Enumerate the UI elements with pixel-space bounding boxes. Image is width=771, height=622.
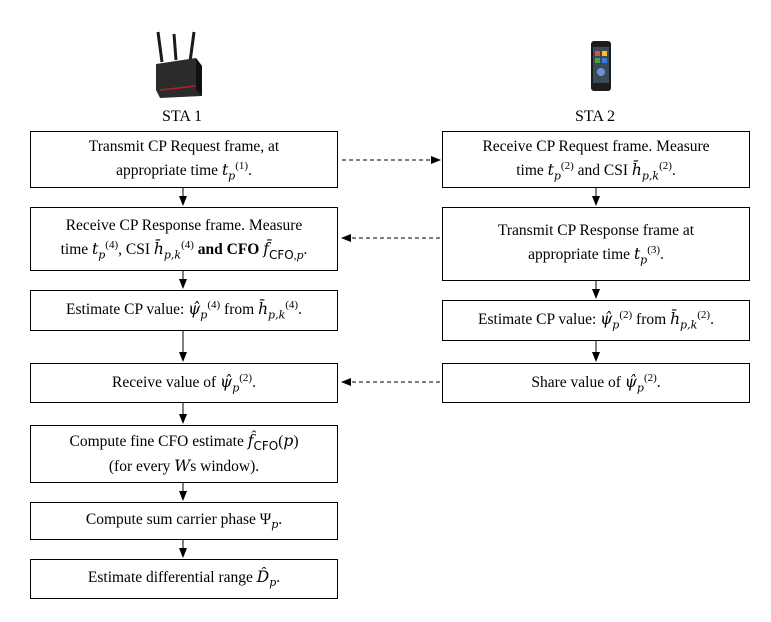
sta1-receive-time: time xyxy=(60,241,89,259)
sta1-receive-cfo: and CFO xyxy=(197,241,260,259)
sta2-receive-csi: and CSI xyxy=(577,161,628,179)
sta1-estimate-text: Estimate CP value: xyxy=(66,301,185,319)
sta2-label: STA 2 xyxy=(574,108,616,125)
cfo-line2a: (for every xyxy=(108,457,171,475)
sta1-value-text: Receive value of xyxy=(112,373,217,391)
router-icon xyxy=(156,31,202,98)
phone-icon xyxy=(591,41,611,91)
range-text: Estimate differential range xyxy=(87,569,253,587)
sta1-estimate-box: Estimate CP value: ψ̂p(4) from h̄p,k(4). xyxy=(30,290,338,331)
range-box: Estimate differential range D̂p. xyxy=(30,559,338,599)
sta1-transmit-line1: Transmit CP Request frame, at xyxy=(88,137,280,155)
cfo-line2b: s window). xyxy=(190,457,260,475)
sta1-receive-line1: Receive CP Response frame. Measure xyxy=(65,217,303,234)
sta2-estimate-text: Estimate CP value: xyxy=(478,311,597,329)
cfo-estimate-box: Compute fine CFO estimate f̂CFO(p) (for … xyxy=(30,425,338,483)
sta1-estimate-from: from xyxy=(224,301,255,319)
sta2-estimate-box: Estimate CP value: ψ̂p(2) from h̄p,k(2). xyxy=(442,300,750,341)
sta2-estimate-from: from xyxy=(636,311,667,329)
sta1-transmit-box: Transmit CP Request frame, at appropriat… xyxy=(30,131,338,188)
sum-phase-text: Compute sum carrier phase xyxy=(85,511,256,529)
sta2-receive-box: Receive CP Request frame. Measure time t… xyxy=(442,131,750,188)
sta2-value-text: Share value of xyxy=(531,373,621,391)
sta1-transmit-line2: appropriate time xyxy=(116,161,219,179)
sta2-transmit-line2: appropriate time xyxy=(528,246,631,264)
sta1-receive-box: Receive CP Response frame. Measure time … xyxy=(30,207,338,271)
sta1-receive-csi: , CSI xyxy=(118,241,150,259)
sta2-transmit-line1: Transmit CP Response frame at xyxy=(497,222,695,239)
sta1-value-box: Receive value of ψ̂p(2). xyxy=(30,363,338,403)
sta2-receive-line1: Receive CP Request frame. Measure xyxy=(482,137,710,155)
sta2-receive-time: time xyxy=(516,161,544,179)
sta2-value-box: Share value of ψ̂p(2). xyxy=(442,363,750,403)
sum-phase-box: Compute sum carrier phase Ψp. xyxy=(30,502,338,540)
cfo-line1: Compute fine CFO estimate xyxy=(69,432,244,450)
sta2-transmit-box: Transmit CP Response frame at appropriat… xyxy=(442,207,750,281)
sta1-label: STA 1 xyxy=(161,108,203,125)
